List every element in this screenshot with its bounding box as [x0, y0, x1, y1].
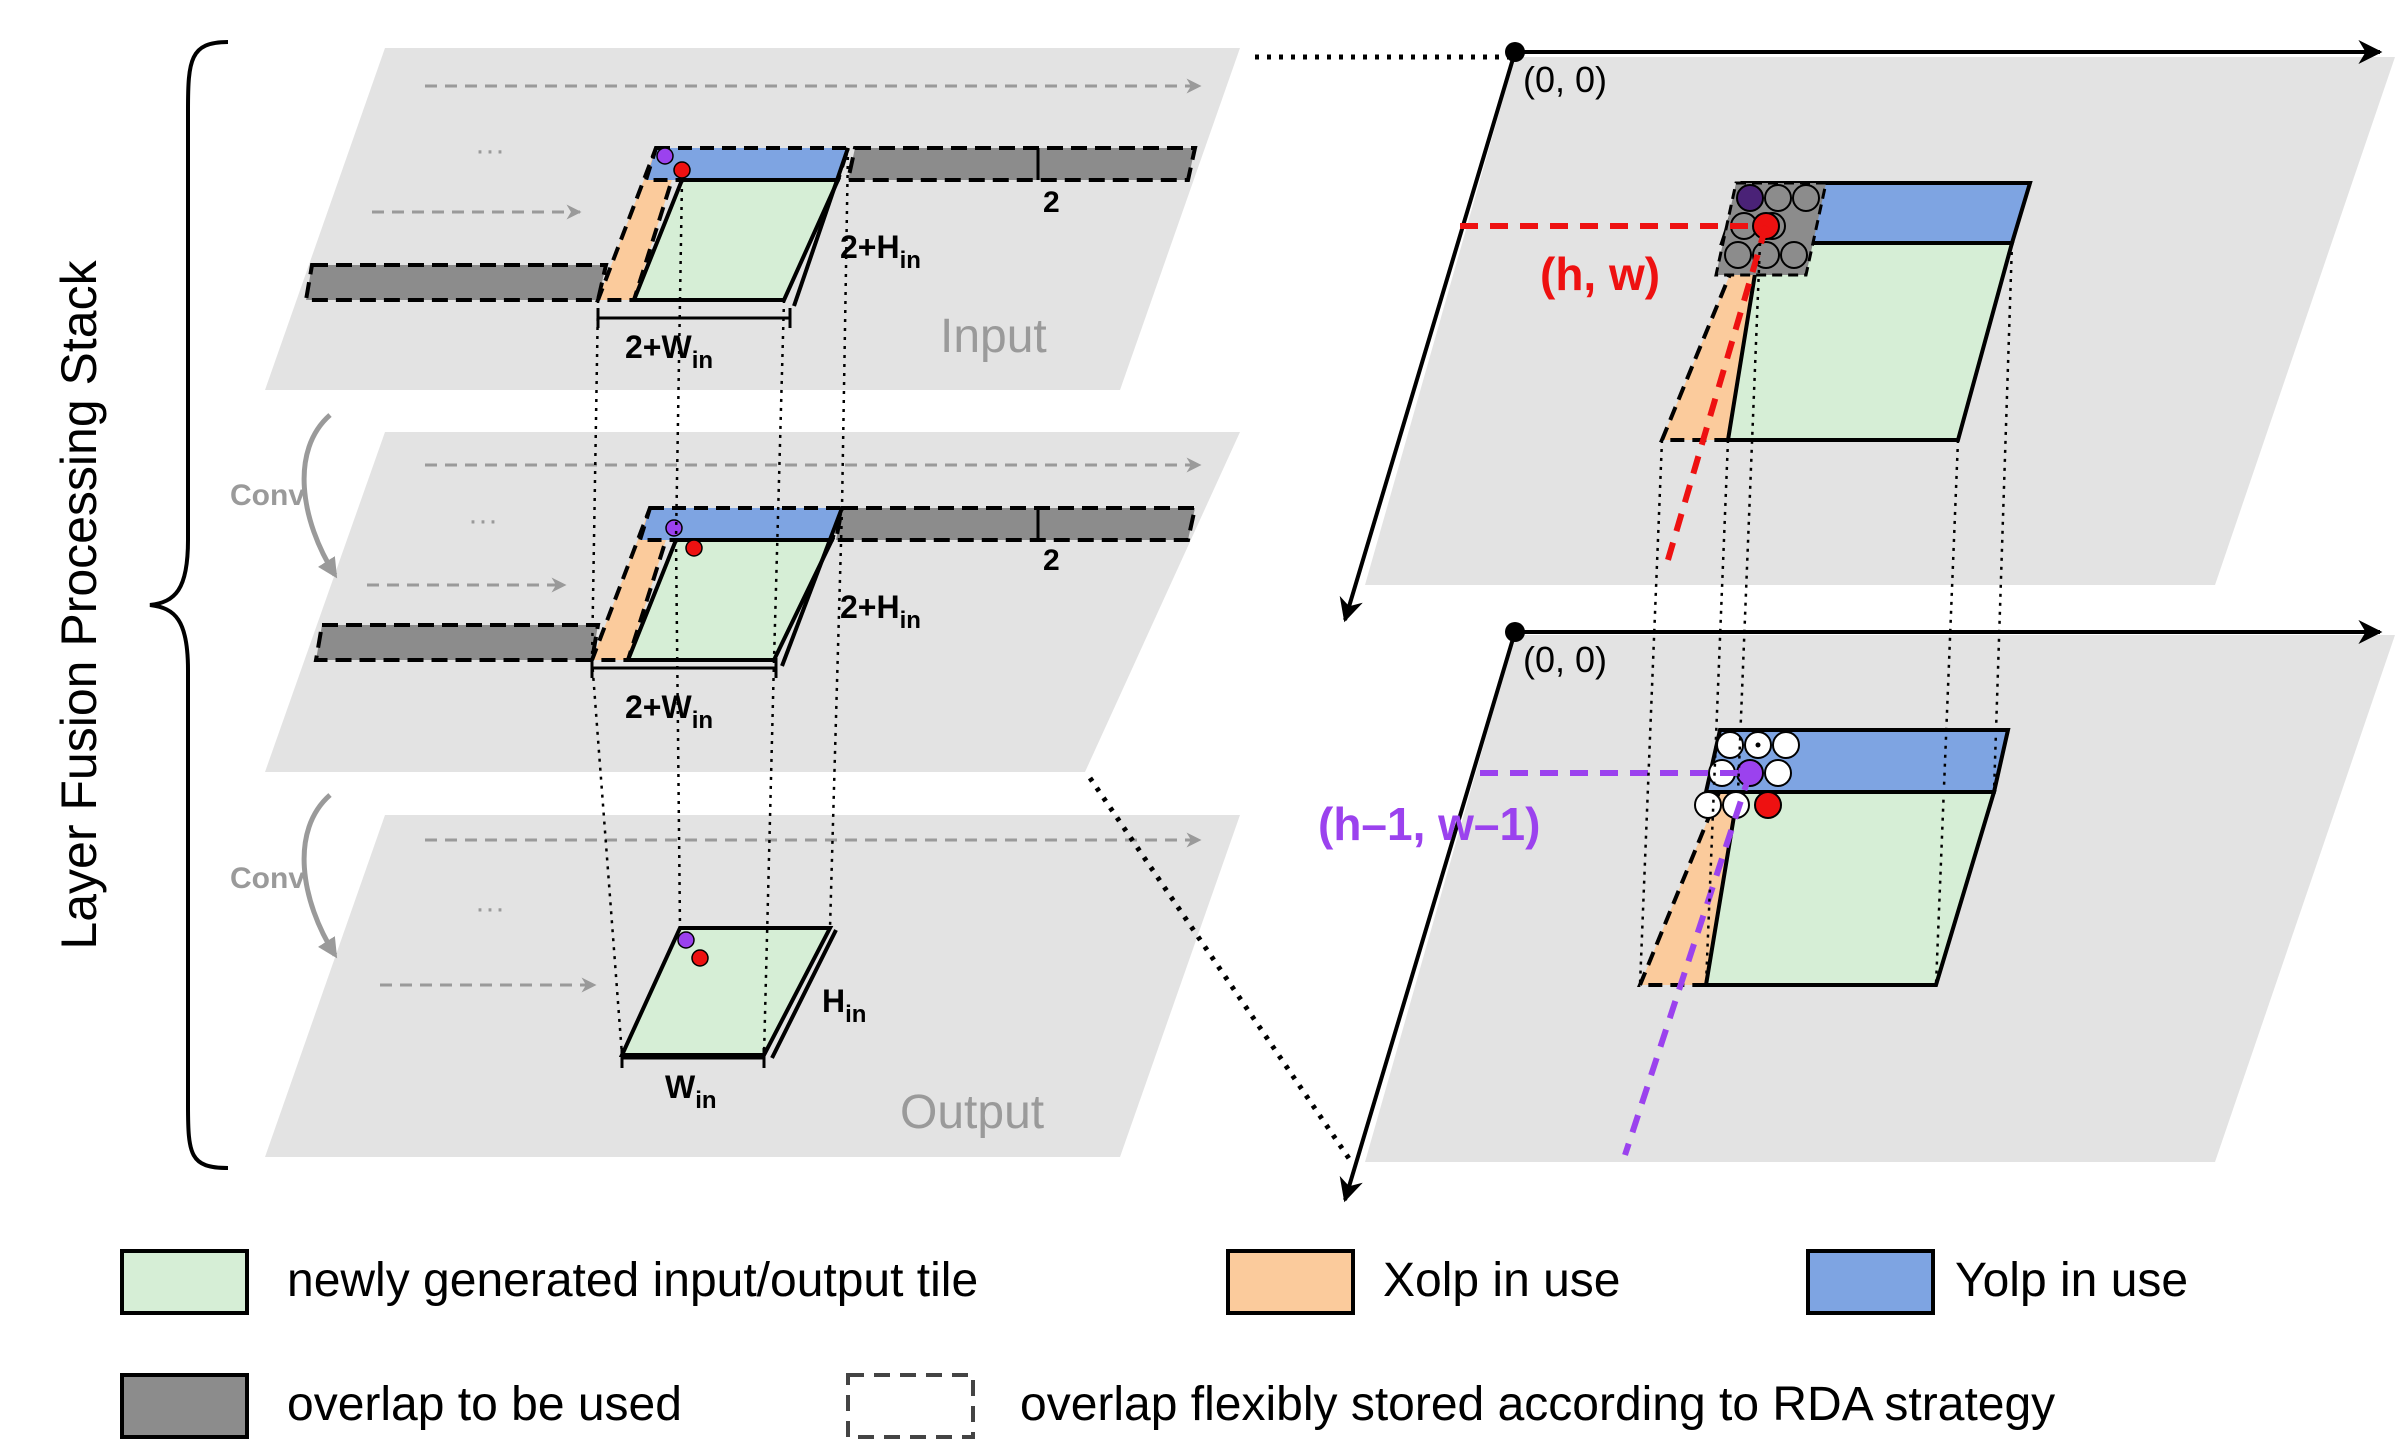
input-purple-dot — [656, 147, 674, 165]
legend-swatch-overlap-rda — [846, 1373, 975, 1439]
dim-H: H — [876, 229, 899, 265]
zoom-bottom-red-pixel — [1754, 791, 1782, 819]
dim-sub-in: in — [692, 347, 713, 374]
middle-left-overlap-bar — [313, 623, 601, 662]
input-red-dot — [673, 161, 691, 179]
conv-label-2: Conv — [230, 862, 305, 895]
zoom-origin-label-bottom: (0, 0) — [1523, 639, 1607, 680]
zoom-origin-dot-bottom — [1505, 622, 1525, 642]
input-label-2: 2 — [1043, 186, 1060, 219]
input-plane-label: Input — [940, 310, 1047, 363]
dim-H: H — [822, 983, 845, 1019]
dim-sub-in: in — [695, 1087, 716, 1114]
ellipsis-output: ··· — [475, 892, 505, 925]
ellipsis-middle: ··· — [468, 504, 498, 537]
dim-sub-in: in — [900, 247, 921, 274]
middle-purple-dot — [665, 519, 683, 537]
legend-label-xolp: Xolp in use — [1383, 1254, 1621, 1307]
dim-sub-in: in — [900, 607, 921, 634]
left-projection-lines — [590, 147, 850, 1056]
dim-W: W — [665, 1069, 696, 1105]
legend-swatch-new-tile — [120, 1249, 249, 1315]
scan-arrows-input — [372, 78, 1202, 220]
coord-hw-minus-label: (h–1, w–1) — [1318, 798, 1540, 850]
legend-swatch-overlap-used — [120, 1373, 249, 1439]
scan-arrows-output — [380, 832, 1202, 993]
zoom-bottom-purple-vline — [1622, 772, 1753, 1156]
middle-red-dot — [685, 539, 703, 557]
output-tile-group — [618, 926, 838, 1068]
dim-sub-in: in — [692, 707, 713, 734]
legend-label-overlap-used: overlap to be used — [287, 1378, 682, 1431]
stack-brace — [149, 40, 229, 1170]
zoom-tile-bottom — [1637, 728, 2011, 987]
input-label-2w: 2+Win — [625, 329, 713, 374]
input-tile-group — [303, 146, 1198, 328]
conv-arrow-2 — [301, 793, 338, 959]
middle-right-overlap-bar — [833, 506, 1198, 542]
ellipsis-input: ··· — [475, 134, 505, 167]
dim-H: H — [876, 589, 899, 625]
middle-tile-group — [313, 506, 1198, 678]
dim-2plus: 2+ — [625, 689, 661, 725]
scan-arrows-middle — [367, 457, 1202, 593]
middle-label-2h: 2+Hin — [840, 589, 921, 634]
stack-title: Layer Fusion Processing Stack — [51, 259, 107, 949]
legend-swatch-yolp — [1806, 1249, 1935, 1315]
output-plane-label: Output — [900, 1086, 1044, 1139]
legend-label-new-tile: newly generated input/output tile — [287, 1254, 978, 1307]
legend-label-overlap-rda: overlap flexibly stored according to RDA… — [1020, 1378, 2055, 1431]
dim-2plus: 2+ — [840, 589, 876, 625]
dim-sub-in: in — [845, 1001, 866, 1028]
coord-hw-label: (h, w) — [1540, 248, 1660, 300]
output-label-h: Hin — [822, 983, 866, 1028]
zoom-axis-y-bottom — [1339, 631, 1517, 1203]
zoom-origin-dot-top — [1505, 42, 1525, 62]
right-projection-lines — [1638, 242, 2014, 986]
zoom-connector-bottom — [1087, 776, 1353, 1162]
zoom-tile-top — [1659, 181, 2033, 442]
legend-swatch-xolp — [1226, 1249, 1355, 1315]
legend-label-yolp: Yolp in use — [1955, 1254, 2188, 1307]
output-label-w: Win — [665, 1069, 717, 1114]
dim-W: W — [661, 329, 692, 365]
legend: newly generated input/output tile Xolp i… — [120, 1249, 2188, 1439]
input-left-overlap-bar — [303, 263, 609, 302]
zoom-bottom-new-tile — [1703, 790, 1997, 987]
zoom-origin-label-top: (0, 0) — [1523, 59, 1607, 100]
output-purple-dot — [677, 931, 695, 949]
dim-2plus: 2+ — [625, 329, 661, 365]
middle-label-2: 2 — [1043, 544, 1060, 577]
input-right-overlap-bar — [845, 146, 1198, 182]
conv-arrow-1 — [301, 413, 338, 579]
conv-label-1: Conv — [230, 479, 305, 512]
output-red-dot — [691, 949, 709, 967]
zoom-axis-y-top — [1339, 51, 1517, 623]
